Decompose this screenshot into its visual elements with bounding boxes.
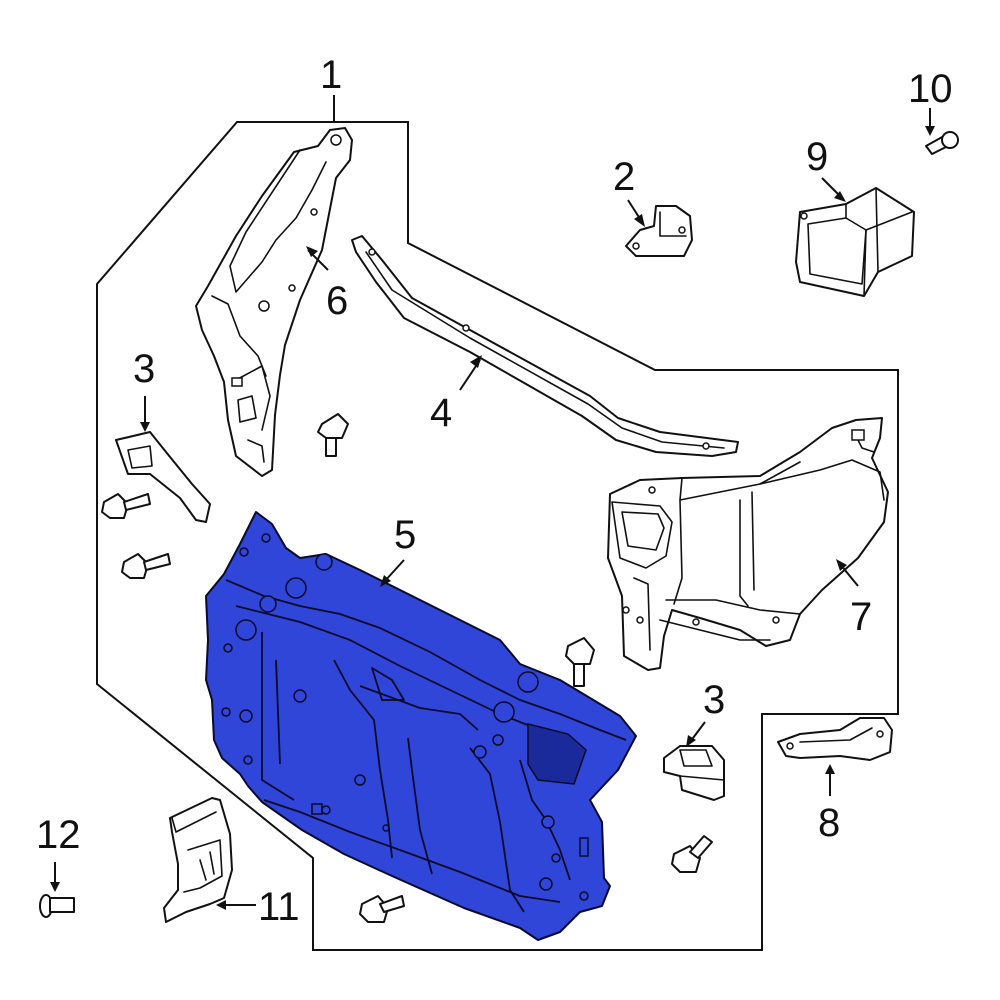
callout-7-arrowhead <box>836 559 847 571</box>
part-7-right-support[interactable] <box>607 417 889 671</box>
callout-4: 4 <box>430 391 452 435</box>
callout-10-arrowhead <box>925 126 935 136</box>
callout-5-arrowhead <box>380 575 391 587</box>
callout-12: 12 <box>36 813 81 857</box>
callout-8-arrowhead <box>825 764 835 774</box>
part-11-deflector[interactable] <box>163 797 233 923</box>
callout-2-arrowhead <box>634 214 645 227</box>
callout-11: 11 <box>258 885 300 929</box>
part-8-lower-bracket[interactable] <box>777 717 893 761</box>
callout-3b-arrowhead <box>686 735 696 747</box>
bolt-3[interactable] <box>121 553 171 579</box>
part-9-air-duct[interactable] <box>795 187 915 297</box>
part-2-bracket[interactable] <box>625 205 693 257</box>
part-6-left-support[interactable] <box>195 127 353 477</box>
callout-9-arrowhead <box>834 191 846 202</box>
part-10-screw[interactable] <box>925 131 959 155</box>
bolt-2[interactable] <box>101 493 151 519</box>
bolt-6[interactable] <box>359 895 405 923</box>
callout-3a-arrowhead <box>140 422 150 432</box>
bolt-1[interactable] <box>317 413 349 457</box>
callout-8: 8 <box>818 801 840 845</box>
callout-3b: 3 <box>703 678 725 722</box>
bolt-4[interactable] <box>565 637 595 687</box>
callout-3a: 3 <box>133 347 155 391</box>
callout-2: 2 <box>613 155 635 199</box>
callout-6-arrowhead <box>306 246 318 257</box>
callout-1: 1 <box>320 53 342 97</box>
part-12-push-clip[interactable] <box>39 894 75 918</box>
callout-10: 10 <box>908 67 953 111</box>
part-3-right-bracket[interactable] <box>663 745 725 801</box>
bolt-5[interactable] <box>671 835 713 873</box>
callout-12-arrowhead <box>50 882 60 892</box>
callout-9: 9 <box>806 135 828 179</box>
assembly-boundary <box>96 121 899 951</box>
part-4-upper-tie-bar[interactable] <box>351 235 739 457</box>
callout-7: 7 <box>850 595 872 639</box>
callout-6: 6 <box>326 279 348 323</box>
part-3-left-bracket[interactable] <box>115 431 211 523</box>
callout-4-arrowhead <box>470 355 482 368</box>
part-5-radiator-support[interactable] <box>205 511 637 941</box>
callout-5: 5 <box>394 513 416 557</box>
callout-11-arrowhead <box>216 900 226 910</box>
